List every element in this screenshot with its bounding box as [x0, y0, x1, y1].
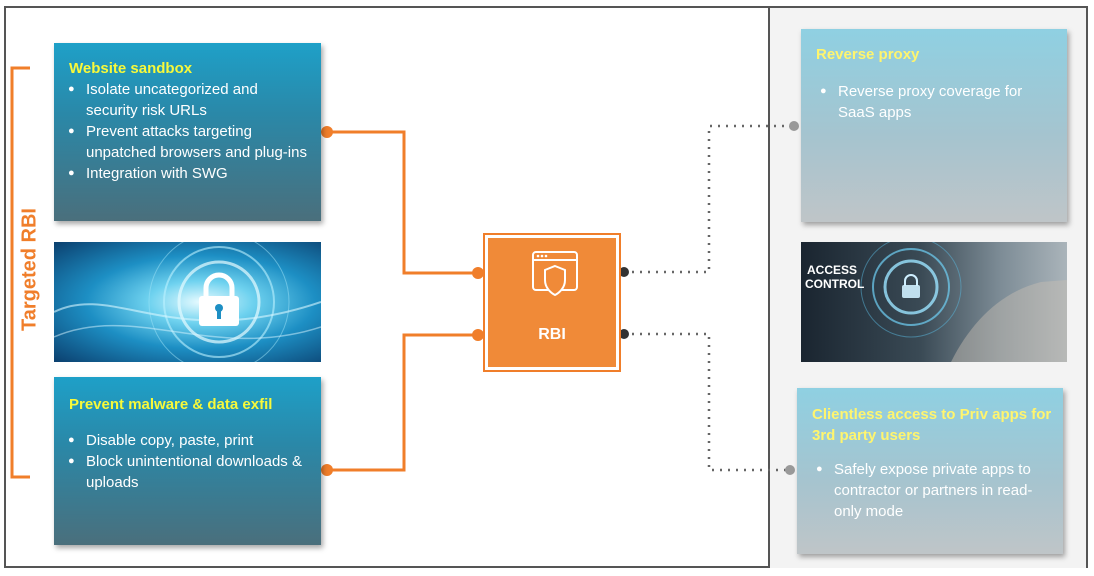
card-title: Website sandbox: [69, 60, 193, 77]
access-control-graphic: ACCESS CONTROL: [805, 242, 1067, 362]
access-control-image: ACCESS CONTROL: [801, 242, 1067, 362]
connector-dot: [472, 329, 484, 341]
rbi-label: RBI: [538, 326, 566, 343]
clientless-access-card: Clientless access to Priv apps for 3rd p…: [797, 388, 1063, 554]
targeted-rbi-bracket: [10, 66, 30, 479]
connector-dot: [619, 329, 629, 339]
bullet-item: Prevent attacks targeting unpatched brow…: [64, 121, 311, 163]
bullet-item: Isolate uncategorized and security risk …: [64, 79, 311, 121]
browser-shield-icon: [532, 251, 578, 297]
card-title: Reverse proxy: [816, 46, 920, 63]
diagram-frame: [4, 6, 1088, 568]
connector-dot: [472, 267, 484, 279]
connector-dot: [785, 465, 795, 475]
reverse-proxy-card: Reverse proxy Reverse proxy coverage for…: [801, 29, 1067, 222]
rbi-box: RBI: [483, 233, 621, 372]
card-title: Prevent malware & data exfil: [69, 396, 273, 413]
connector-rbi-to-reverse-proxy: [624, 124, 794, 274]
targeted-rbi-label: Targeted RBI: [18, 208, 41, 331]
padlock-icon: [199, 272, 239, 326]
security-image: [54, 242, 321, 362]
bullet-item: Safely expose private apps to contractor…: [812, 459, 1053, 522]
lock-icon: [902, 274, 920, 298]
access-text: ACCESS: [807, 263, 857, 277]
connector-malware-to-rbi: [327, 333, 478, 472]
bullet-list: Safely expose private apps to contractor…: [812, 459, 1053, 522]
bullet-item: Integration with SWG: [64, 163, 311, 184]
bullet-item: Disable copy, paste, print: [64, 430, 311, 451]
bullet-item: Reverse proxy coverage for SaaS apps: [816, 81, 1057, 123]
connector-dot: [321, 126, 333, 138]
bullet-list: Isolate uncategorized and security risk …: [64, 79, 311, 184]
connector-dot: [619, 267, 629, 277]
bullet-list: Reverse proxy coverage for SaaS apps: [816, 81, 1057, 123]
connector-rbi-to-clientless: [624, 332, 790, 472]
rbi-box-fill: RBI: [488, 238, 616, 367]
connector-dot: [789, 121, 799, 131]
security-graphic: [54, 242, 321, 362]
connector-sandbox-to-rbi: [327, 130, 478, 275]
control-text: CONTROL: [805, 277, 864, 291]
card-title: Clientless access to Priv apps for 3rd p…: [812, 406, 1052, 444]
prevent-malware-card: Prevent malware & data exfil Disable cop…: [54, 377, 321, 545]
connector-dot: [321, 464, 333, 476]
website-sandbox-card: Website sandbox Isolate uncategorized an…: [54, 43, 321, 221]
bullet-item: Block unintentional downloads & uploads: [64, 451, 311, 493]
bullet-list: Disable copy, paste, print Block uninten…: [64, 430, 311, 493]
